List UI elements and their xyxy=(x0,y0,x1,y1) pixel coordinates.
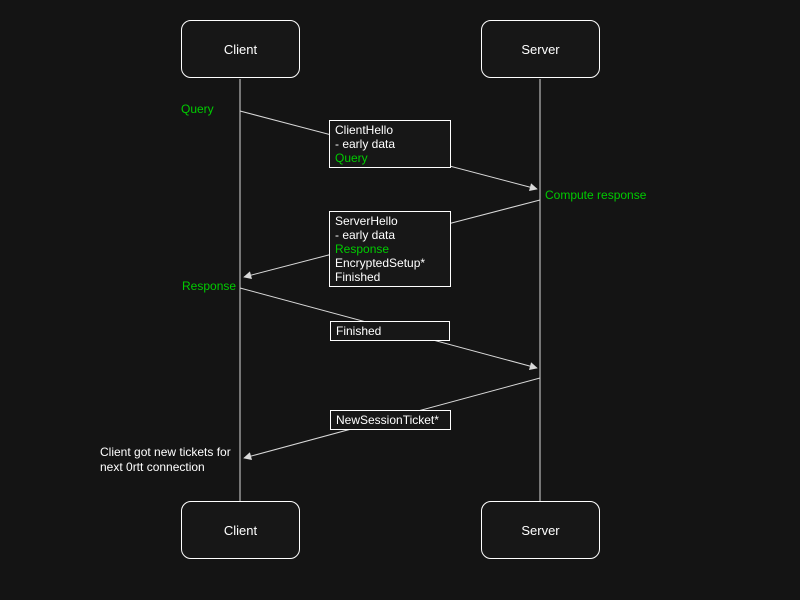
actor-client-bottom: Client xyxy=(181,501,300,559)
actor-server-bottom-label: Server xyxy=(521,522,560,538)
message-line-query: Query xyxy=(335,151,368,165)
actor-client-top: Client xyxy=(181,20,300,78)
actor-client-bottom-label: Client xyxy=(223,522,258,538)
message-line: NewSessionTicket* xyxy=(336,413,439,427)
message-line: ServerHello xyxy=(335,214,398,228)
note-line-1: Client got new tickets for xyxy=(100,445,231,459)
actor-server-bottom: Server xyxy=(481,501,600,559)
label-response: Response xyxy=(182,279,237,293)
note-line-2: next 0rtt connection xyxy=(100,460,205,474)
label-compute-response: Compute response xyxy=(545,188,647,202)
message-line: - early data xyxy=(335,228,396,242)
message-box-newsessionticket: NewSessionTicket* xyxy=(330,410,451,430)
message-box-finished: Finished xyxy=(330,321,450,341)
note-new-tickets: Client got new tickets for next 0rtt con… xyxy=(100,445,231,475)
message-line-response: Response xyxy=(335,242,390,256)
message-line: ClientHello xyxy=(335,123,394,137)
actor-client-top-label: Client xyxy=(223,41,258,57)
message-box-serverhello: ServerHello - early data Response Encryp… xyxy=(329,211,451,287)
message-line: EncryptedSetup* xyxy=(335,256,426,270)
label-query: Query xyxy=(181,102,214,116)
actor-server-top-label: Server xyxy=(521,41,560,57)
message-line: - early data xyxy=(335,137,396,151)
message-line: Finished xyxy=(335,270,381,284)
message-line: Finished xyxy=(336,324,382,338)
actor-server-top: Server xyxy=(481,20,600,78)
message-box-clienthello: ClientHello - early data Query xyxy=(329,120,451,168)
